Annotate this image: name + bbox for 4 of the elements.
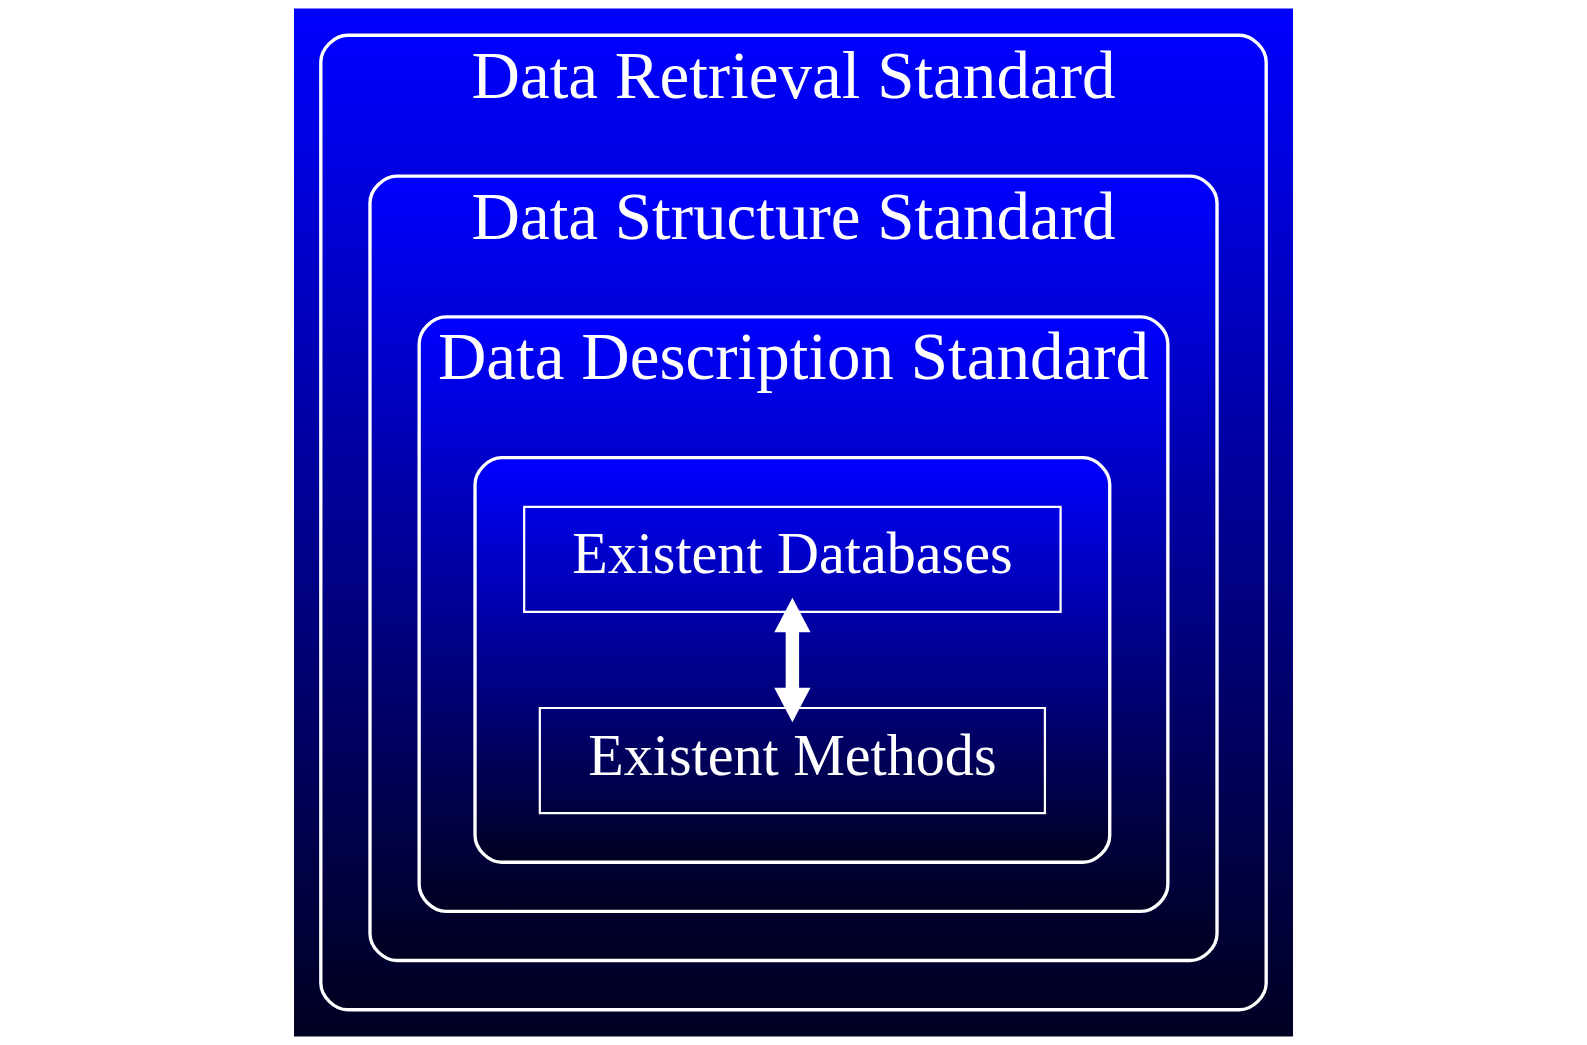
node-box: Existent Databases xyxy=(523,505,1062,613)
node-box: Existent Methods xyxy=(538,706,1047,815)
cluster xyxy=(473,456,1112,864)
arrow xyxy=(774,597,811,723)
